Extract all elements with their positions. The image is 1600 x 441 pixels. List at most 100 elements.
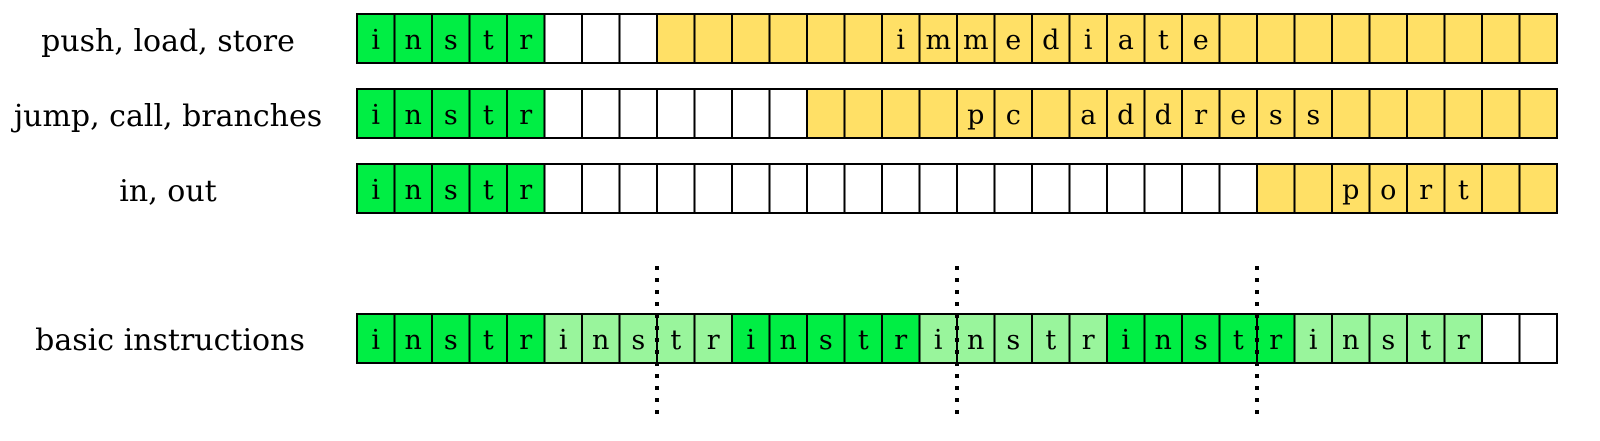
bit-cell xyxy=(1443,88,1483,139)
bit-cell-char: i xyxy=(1121,325,1130,356)
bit-cell-char: a xyxy=(1118,25,1134,56)
bit-cell xyxy=(393,13,433,64)
bit-cell-char: i xyxy=(371,175,380,206)
bit-cell-char: n xyxy=(405,325,422,356)
bit-cell xyxy=(1331,13,1371,64)
bit-cell-char: s xyxy=(444,175,458,206)
bit-cell-char: t xyxy=(670,325,681,356)
bit-cell xyxy=(693,313,733,364)
bit-cell-char: t xyxy=(483,325,494,356)
bit-cell xyxy=(1481,13,1521,64)
bit-cell-char: s xyxy=(1381,325,1395,356)
bit-cell-char: r xyxy=(1194,100,1207,131)
bit-cell xyxy=(843,88,883,139)
bit-cell xyxy=(656,88,696,139)
bit-cell-char: i xyxy=(559,325,568,356)
row-label-basic-instructions: basic instructions xyxy=(35,323,305,358)
bit-cell xyxy=(431,163,471,214)
bit-cell-char: a xyxy=(1080,100,1096,131)
bit-cell xyxy=(993,313,1033,364)
bit-cell xyxy=(1031,13,1071,64)
bit-cell-char: e xyxy=(1005,25,1021,56)
bit-cell xyxy=(881,163,921,214)
bit-cell xyxy=(918,163,958,214)
bit-cell xyxy=(806,163,846,214)
bit-cell-char: o xyxy=(1380,175,1396,206)
bit-cell-char: t xyxy=(858,325,869,356)
bit-cell xyxy=(1518,88,1558,139)
bit-cell xyxy=(843,163,883,214)
bit-cell xyxy=(956,163,996,214)
bit-cell xyxy=(1256,88,1296,139)
bit-cell-char: n xyxy=(405,25,422,56)
bit-cell-char: e xyxy=(1230,100,1246,131)
bit-cell xyxy=(1143,163,1183,214)
bit-cell xyxy=(1293,163,1333,214)
bit-cell xyxy=(693,88,733,139)
bit-cell xyxy=(1256,13,1296,64)
bit-cell-char: t xyxy=(1045,325,1056,356)
bit-cell xyxy=(1068,163,1108,214)
bit-cell-char: e xyxy=(1193,25,1209,56)
bit-cell xyxy=(1368,313,1408,364)
bit-cell xyxy=(356,13,396,64)
bit-cell xyxy=(1106,88,1146,139)
bit-cell xyxy=(731,88,771,139)
bit-cell xyxy=(1406,13,1446,64)
bit-cell xyxy=(468,313,508,364)
bit-cell xyxy=(581,163,621,214)
bit-cell-char: s xyxy=(444,25,458,56)
bit-cell-char: i xyxy=(1084,25,1093,56)
bit-cell xyxy=(656,313,696,364)
bit-cell xyxy=(1181,13,1221,64)
bit-cell xyxy=(1406,313,1446,364)
bit-cell-char: n xyxy=(592,325,609,356)
bit-cell-char: i xyxy=(371,25,380,56)
bit-cell-char: n xyxy=(1342,325,1359,356)
bit-cell-char: i xyxy=(896,25,905,56)
bit-cell-char: t xyxy=(1458,175,1469,206)
bit-cell-char: n xyxy=(405,100,422,131)
bit-cell-char: s xyxy=(1194,325,1208,356)
bit-cell-char: p xyxy=(967,100,984,131)
bit-cell xyxy=(1331,88,1371,139)
bit-cell xyxy=(1331,313,1371,364)
bit-cell xyxy=(543,13,583,64)
bit-cell xyxy=(506,313,546,364)
bit-cell xyxy=(731,313,771,364)
bit-cell-char: t xyxy=(1158,25,1169,56)
bit-cell xyxy=(881,88,921,139)
bit-cell xyxy=(1293,313,1333,364)
bit-cell xyxy=(618,313,658,364)
bit-cell xyxy=(1106,163,1146,214)
bit-cell xyxy=(1331,163,1371,214)
bit-cell-char: r xyxy=(1082,325,1095,356)
bit-cell xyxy=(656,13,696,64)
bit-cell xyxy=(956,13,996,64)
bit-cell xyxy=(693,13,733,64)
bit-cell xyxy=(1031,163,1071,214)
bit-cell-char: r xyxy=(894,325,907,356)
bit-cell xyxy=(1518,13,1558,64)
bit-cell-char: p xyxy=(1342,175,1359,206)
bit-cell xyxy=(1181,163,1221,214)
bit-cell xyxy=(1181,313,1221,364)
bit-cell-char: i xyxy=(371,100,380,131)
bit-cell xyxy=(1481,163,1521,214)
bit-cell xyxy=(1443,13,1483,64)
bit-cell xyxy=(993,13,1033,64)
bit-cell-char: t xyxy=(483,25,494,56)
bit-cell-char: m xyxy=(925,25,951,56)
bit-cell xyxy=(806,313,846,364)
bit-cell xyxy=(993,88,1033,139)
bit-cell xyxy=(1293,88,1333,139)
bit-cell-char: i xyxy=(746,325,755,356)
bit-cell xyxy=(618,163,658,214)
bit-cell xyxy=(1031,88,1071,139)
bit-cell-char: r xyxy=(1269,325,1282,356)
bit-cell xyxy=(1293,13,1333,64)
bit-cell xyxy=(1406,163,1446,214)
